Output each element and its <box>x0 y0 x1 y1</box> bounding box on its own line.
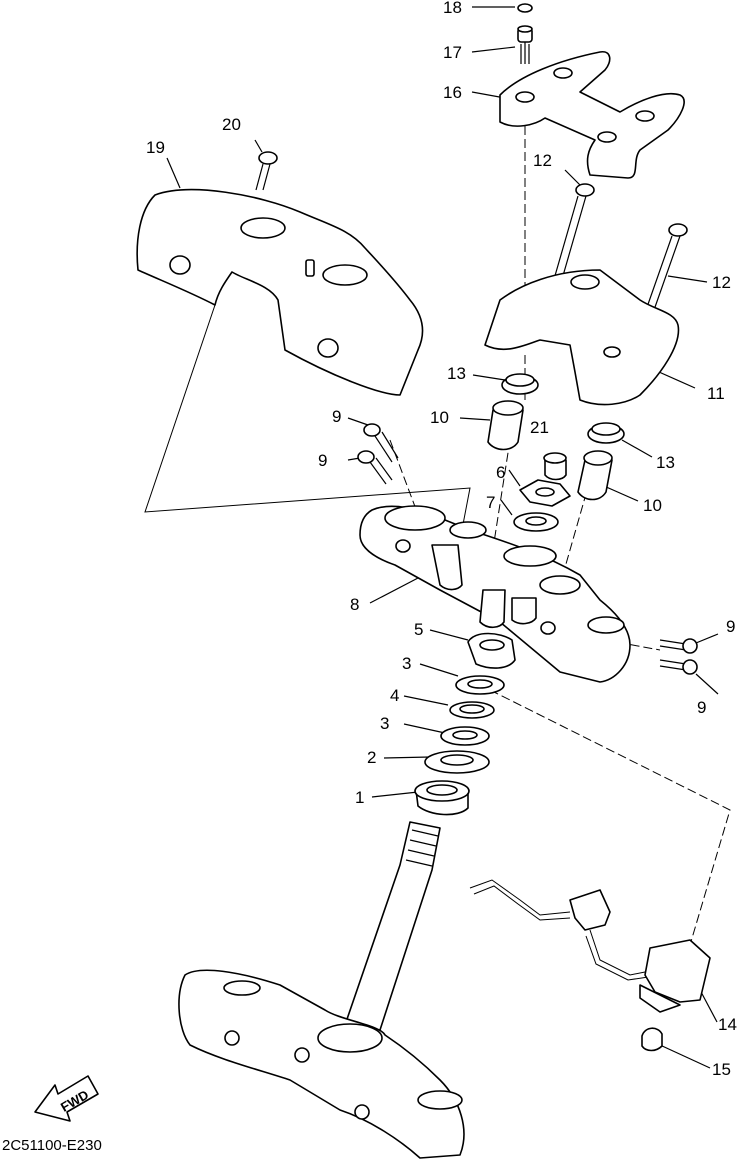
callout-2: 2 <box>367 748 376 767</box>
diagram-code: 2C51100-E230 <box>2 1137 102 1154</box>
part-17-bolt <box>517 25 533 64</box>
part-3-ring-nut-upper <box>455 675 505 695</box>
callout-19: 19 <box>146 138 165 157</box>
callout-12-right: 12 <box>712 273 731 292</box>
callout-18: 18 <box>443 0 462 17</box>
callout-6: 6 <box>496 463 505 482</box>
callout-13-left: 13 <box>447 364 466 383</box>
callout-8: 8 <box>350 595 359 614</box>
callout-17: 17 <box>443 43 462 62</box>
leader-lines <box>166 6 719 1069</box>
part-13-damper-right <box>587 422 625 444</box>
callout-12-upper: 12 <box>533 151 552 170</box>
part-9-bolt-upper-a <box>363 423 399 463</box>
part-13-damper-left <box>501 373 539 395</box>
callout-13-right: 13 <box>656 453 675 472</box>
part-9-bolt-lower-b <box>659 659 698 675</box>
callout-4: 4 <box>390 686 399 705</box>
part-3-ring-nut-lower <box>440 726 490 746</box>
callout-5: 5 <box>414 620 423 639</box>
part-19-handlebar-cover <box>136 188 424 396</box>
part-8-upper-bracket <box>359 505 631 683</box>
callout-10-left: 10 <box>430 408 449 427</box>
part-14-harness-bracket <box>469 879 711 1013</box>
callout-10-right: 10 <box>643 496 662 515</box>
callout-14: 14 <box>718 1015 737 1034</box>
callout-numbers: 18 17 16 20 19 12 12 11 13 13 10 10 21 6… <box>146 0 737 1079</box>
part-20-screw <box>255 151 278 191</box>
part-5-lock-washer <box>467 632 516 669</box>
part-10-collar-left <box>487 400 524 451</box>
callout-15: 15 <box>712 1060 731 1079</box>
part-16-handlebar-clamp <box>499 51 685 179</box>
part-18-cap <box>517 3 533 13</box>
callout-9-lower-a: 9 <box>726 617 735 636</box>
part-11-handlebar-holder <box>484 269 680 406</box>
part-10-collar-right <box>577 450 613 501</box>
callout-3-lower: 3 <box>380 714 389 733</box>
part-21-collar <box>543 452 567 481</box>
callout-9-upper-b: 9 <box>318 451 327 470</box>
part-12-bolt-right <box>645 223 688 311</box>
part-15-cap-nut <box>641 1027 663 1052</box>
callout-11: 11 <box>707 384 725 403</box>
callout-20: 20 <box>222 115 241 134</box>
part-4-washer <box>449 701 495 719</box>
callout-9-upper-a: 9 <box>332 407 341 426</box>
callout-9-lower-b: 9 <box>697 698 706 717</box>
part-steering-stem <box>178 821 465 1159</box>
forward-direction-arrow <box>34 1075 99 1122</box>
callout-1: 1 <box>355 788 364 807</box>
callout-7: 7 <box>486 493 495 512</box>
part-6-nut <box>519 479 571 507</box>
part-7-washer <box>513 512 559 532</box>
callout-21: 21 <box>530 418 549 437</box>
callout-16: 16 <box>443 83 462 102</box>
part-9-bolt-upper-b <box>357 450 393 485</box>
part-1-bearing <box>414 780 470 816</box>
part-2-bearing-cover <box>424 750 490 774</box>
callout-3-upper: 3 <box>402 654 411 673</box>
part-9-bolt-lower-a <box>659 638 698 654</box>
